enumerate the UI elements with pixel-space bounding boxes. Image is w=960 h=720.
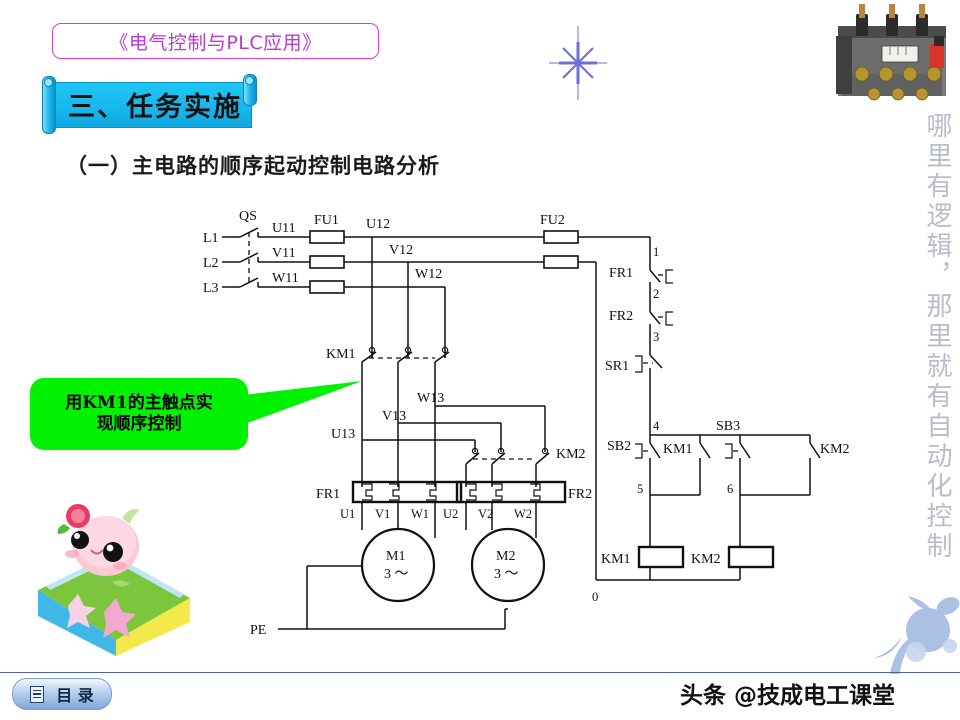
phase-drops-stage2 bbox=[371, 237, 446, 358]
node-6: 6 bbox=[727, 482, 733, 496]
section-banner-body bbox=[50, 82, 252, 128]
callout-annotation: 用KM1的主触点实 现顺序控制 bbox=[30, 378, 375, 470]
side-watermark-text: 哪里有逻辑，那里就有自动化控制 bbox=[922, 112, 952, 562]
thermal-relay-photo bbox=[836, 4, 946, 101]
label-FR2-control: FR2 bbox=[609, 309, 633, 324]
fuse-fu1-group bbox=[309, 230, 560, 294]
fuse-fu2-group bbox=[543, 230, 651, 580]
label-L2: L2 bbox=[203, 256, 219, 271]
label-FU1: FU1 bbox=[314, 213, 339, 228]
label-W11: W11 bbox=[272, 271, 299, 286]
control-node4-bus bbox=[649, 434, 811, 443]
sparkle-icon bbox=[549, 26, 607, 100]
toc-button-label: 目 录 bbox=[56, 686, 94, 705]
overload-fr2 bbox=[455, 480, 567, 538]
label-KM2-main: KM2 bbox=[556, 447, 586, 462]
node-2: 2 bbox=[653, 287, 659, 301]
course-title-pill: 《电气控制与PLC应用》 bbox=[52, 23, 379, 59]
footer-brand-text: 头条 @技成电工课堂 bbox=[680, 683, 896, 709]
callout-line-2: 现顺序控制 bbox=[96, 414, 182, 434]
control-fr2-contact bbox=[649, 300, 673, 345]
earth-wire bbox=[278, 565, 508, 630]
banner-knob-right bbox=[245, 76, 254, 85]
label-V2: V2 bbox=[478, 507, 493, 521]
label-V12: V12 bbox=[389, 243, 413, 258]
label-U2: U2 bbox=[443, 507, 458, 521]
label-W12: W12 bbox=[415, 267, 442, 282]
motor-m1: M1 3 ～ bbox=[360, 527, 436, 603]
label-KM1-main: KM1 bbox=[326, 347, 356, 362]
node-1: 1 bbox=[653, 245, 659, 259]
label-KM2-hold: KM2 bbox=[820, 442, 850, 457]
label-SB2: SB2 bbox=[607, 439, 631, 454]
control-fr1-contact bbox=[649, 262, 673, 300]
phase-taps-stage3 bbox=[362, 405, 546, 452]
page-subtitle: （一）主电路的顺序起动控制电路分析 bbox=[66, 153, 440, 178]
node-5: 5 bbox=[637, 482, 643, 496]
label-M1: M1 bbox=[386, 549, 405, 564]
course-title-text: 《电气控制与PLC应用》 bbox=[109, 31, 322, 54]
control-stop-button bbox=[635, 345, 663, 435]
corner-flourish-decoration bbox=[874, 596, 960, 674]
label-FR2-main: FR2 bbox=[568, 487, 592, 502]
label-U1: U1 bbox=[340, 507, 355, 521]
node-4: 4 bbox=[653, 419, 660, 433]
node-3: 3 bbox=[653, 330, 659, 344]
label-U13: U13 bbox=[331, 427, 355, 442]
label-L3: L3 bbox=[203, 281, 219, 296]
overload-fr1 bbox=[351, 480, 463, 538]
control-sb2-branch bbox=[635, 442, 711, 548]
footer-divider bbox=[0, 672, 960, 673]
control-sb3-branch bbox=[725, 442, 821, 548]
label-V13: V13 bbox=[382, 409, 406, 424]
section-banner-text: 三、任务实施 bbox=[68, 91, 242, 123]
label-W13: W13 bbox=[417, 391, 444, 406]
label-V1: V1 bbox=[375, 507, 390, 521]
label-FR1-main: FR1 bbox=[316, 487, 340, 502]
label-KM1-coil: KM1 bbox=[601, 552, 631, 567]
label-FU2: FU2 bbox=[540, 213, 565, 228]
control-coil-km1 bbox=[637, 545, 685, 580]
label-M2: M2 bbox=[496, 549, 515, 564]
label-SR1: SR1 bbox=[605, 359, 629, 374]
supply-lines bbox=[222, 227, 310, 288]
label-V11: V11 bbox=[272, 246, 296, 261]
section-banner: 三、任务实施 bbox=[38, 74, 260, 134]
label-L1: L1 bbox=[203, 231, 219, 246]
label-KM1-hold: KM1 bbox=[663, 442, 693, 457]
callout-box: 用KM1的主触点实 现顺序控制 bbox=[30, 378, 248, 450]
control-coil-km2 bbox=[727, 545, 775, 580]
callout-pointer bbox=[235, 381, 362, 425]
toc-button[interactable]: 目 录 bbox=[12, 678, 112, 710]
label-FR1-control: FR1 bbox=[609, 266, 633, 281]
motor-m2: M2 3 ～ bbox=[470, 527, 546, 603]
label-KM2-coil: KM2 bbox=[691, 552, 721, 567]
label-W1: W1 bbox=[411, 507, 429, 521]
label-M1-phase: 3 ～ bbox=[384, 567, 409, 582]
label-QS: QS bbox=[239, 209, 257, 224]
banner-knob-left bbox=[44, 78, 53, 87]
list-icon bbox=[30, 685, 45, 703]
label-M2-phase: 3 ～ bbox=[494, 567, 519, 582]
label-U11: U11 bbox=[272, 221, 296, 236]
banner-scroll-left bbox=[42, 76, 56, 134]
label-PE: PE bbox=[250, 623, 266, 638]
label-W2: W2 bbox=[514, 507, 532, 521]
mascot-book-illustration bbox=[38, 504, 190, 656]
callout-line-1: 用KM1的主触点实 bbox=[65, 392, 213, 413]
label-U12: U12 bbox=[366, 217, 390, 232]
label-SB3: SB3 bbox=[716, 419, 740, 434]
km1-main-contacts bbox=[361, 346, 450, 487]
node-0: 0 bbox=[592, 590, 598, 604]
